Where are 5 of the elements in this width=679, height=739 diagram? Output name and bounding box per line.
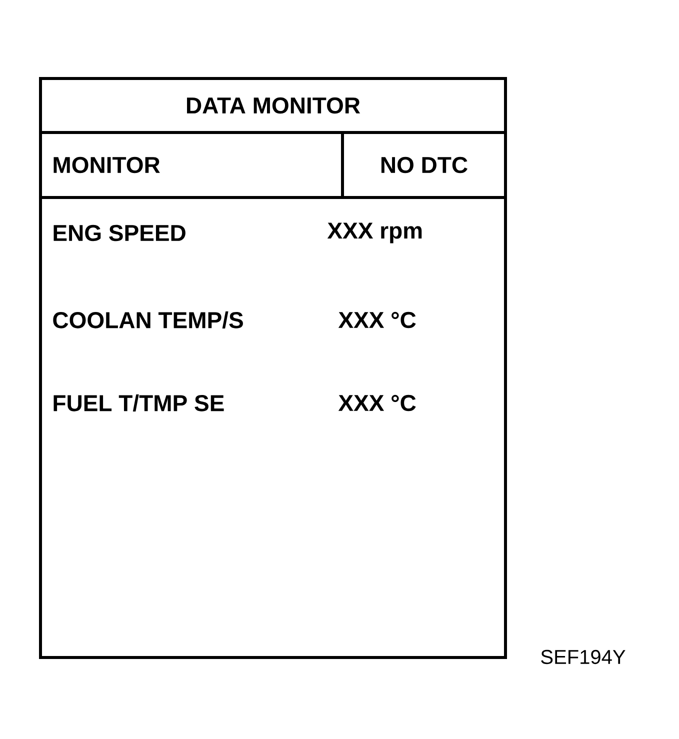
figure-code: SEF194Y xyxy=(541,650,626,664)
table-cell: NO DTC xyxy=(341,131,507,199)
table-cell: MONITOR xyxy=(39,131,344,199)
title-bar: DATA MONITOR xyxy=(39,77,507,134)
reading-panel: ENG SPEED XXX rpm COOLAN TEMP/S XXX °C FUEL T/TMP SE XXX °C xyxy=(39,196,507,659)
